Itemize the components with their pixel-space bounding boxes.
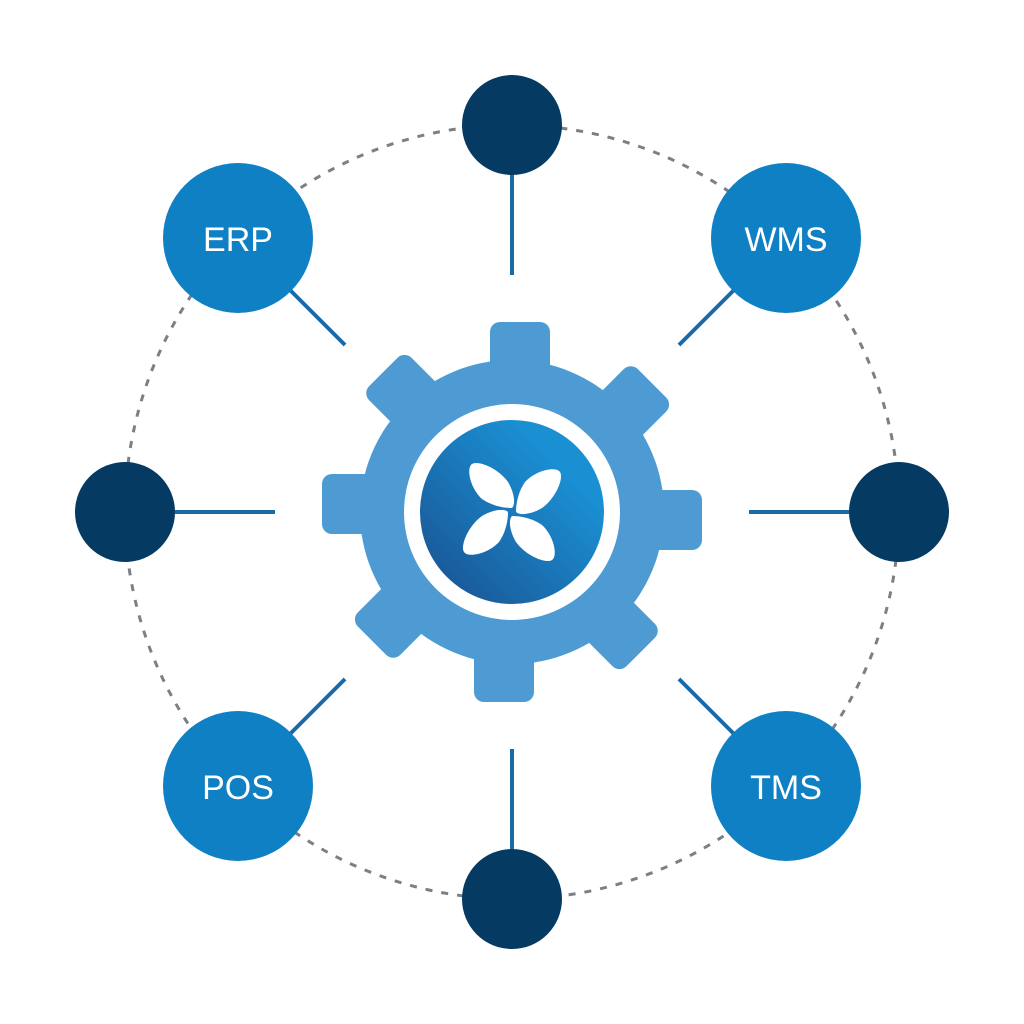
system-node-wms-label: WMS <box>744 221 827 259</box>
system-node-erp-circle <box>163 163 313 313</box>
dark-node-right <box>849 462 949 562</box>
system-node-wms-circle <box>711 163 861 313</box>
logo-icon <box>463 462 561 562</box>
system-node-wms: WMS <box>711 163 861 313</box>
connector-lines <box>175 175 849 849</box>
system-node-pos-label: POS <box>202 769 274 807</box>
connector-pos <box>287 677 347 737</box>
dark-node-bottom <box>462 849 562 949</box>
system-node-tms-circle <box>711 711 861 861</box>
hub-disc <box>420 420 604 604</box>
dark-node-top <box>462 75 562 175</box>
system-node-tms: TMS <box>711 711 861 861</box>
connector-tms <box>677 677 737 737</box>
hub-logo <box>404 404 620 620</box>
dark-nodes <box>75 75 949 949</box>
system-node-erp: ERP <box>163 163 313 313</box>
dark-node-left <box>75 462 175 562</box>
gear-teeth <box>322 322 702 702</box>
system-node-erp-label: ERP <box>203 221 273 259</box>
connector-erp <box>287 287 347 347</box>
system-node-pos: POS <box>163 711 313 861</box>
system-node-tms-label: TMS <box>750 769 822 807</box>
system-node-pos-circle <box>163 711 313 861</box>
connector-wms <box>677 287 737 347</box>
